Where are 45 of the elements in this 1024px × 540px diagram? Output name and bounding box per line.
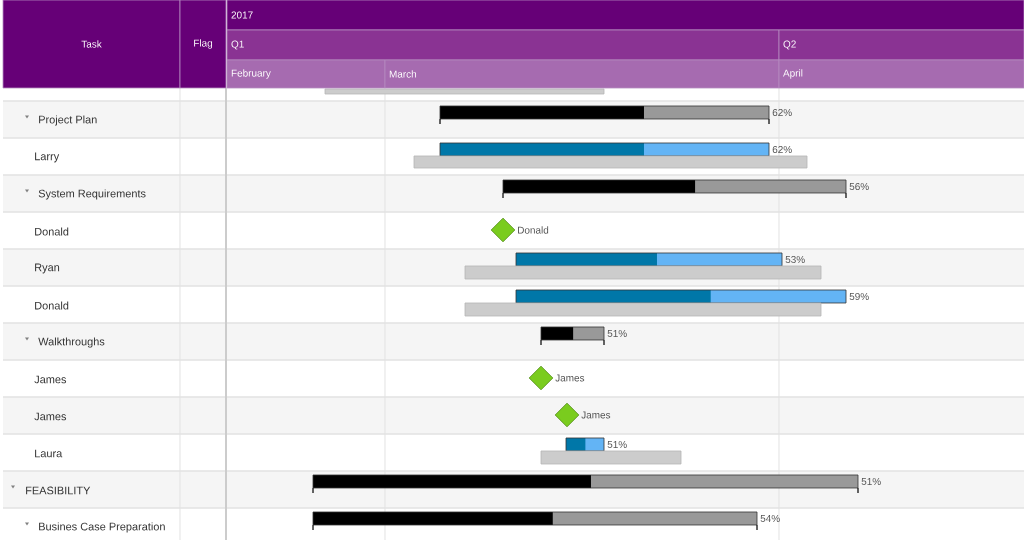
task-name: Busines Case Preparation — [39, 522, 165, 533]
task-name: Donald — [35, 227, 69, 236]
summary-bar — [502, 179, 847, 199]
milestone-diamond — [554, 402, 580, 428]
bar-label: James — [581, 411, 611, 419]
header-cell: Flag — [179, 0, 227, 89]
bar-label: 59% — [849, 292, 869, 300]
task-name: System Requirements — [38, 189, 146, 200]
baseline-bar — [324, 88, 605, 95]
task-name: James — [34, 375, 67, 384]
header-cell: April — [778, 59, 1024, 89]
milestone-diamond — [490, 217, 516, 243]
progress-bar — [565, 437, 605, 452]
summary-bar — [312, 511, 758, 531]
bar-label: 53% — [785, 255, 805, 263]
task-name: Ryan — [35, 263, 60, 274]
progress-bar — [515, 252, 783, 267]
baseline-bar — [413, 155, 808, 169]
bar-label: James — [555, 374, 585, 382]
bar-label: 51% — [607, 330, 627, 337]
task-name: Project Plan — [39, 115, 97, 126]
bar-label: 62% — [772, 108, 792, 116]
progress-bar — [515, 289, 847, 304]
summary-bar — [439, 105, 770, 125]
progress-bar — [439, 142, 770, 157]
header-cell: February — [226, 59, 386, 89]
bar-label: 62% — [772, 145, 792, 153]
task-name: FEASIBILITY — [26, 486, 91, 495]
baseline-bar — [464, 302, 822, 317]
task-name: Laura — [35, 449, 63, 458]
bar-label: 51% — [607, 441, 627, 448]
task-name: James — [34, 412, 67, 421]
bar-label: 56% — [849, 182, 869, 190]
task-name: Donald — [35, 301, 69, 310]
bar-label: 54% — [760, 515, 780, 522]
baseline-bar — [540, 450, 682, 465]
summary-bar — [312, 474, 859, 494]
baseline-bar — [464, 265, 822, 280]
header-cell: Q2 — [778, 29, 1024, 61]
bar-label: 51% — [861, 478, 881, 485]
summary-bar — [540, 326, 605, 346]
task-name: Walkthroughs — [38, 337, 105, 348]
milestone-diamond — [528, 365, 554, 391]
task-name: Larry — [35, 152, 60, 163]
bar-label: Donald — [518, 226, 549, 234]
